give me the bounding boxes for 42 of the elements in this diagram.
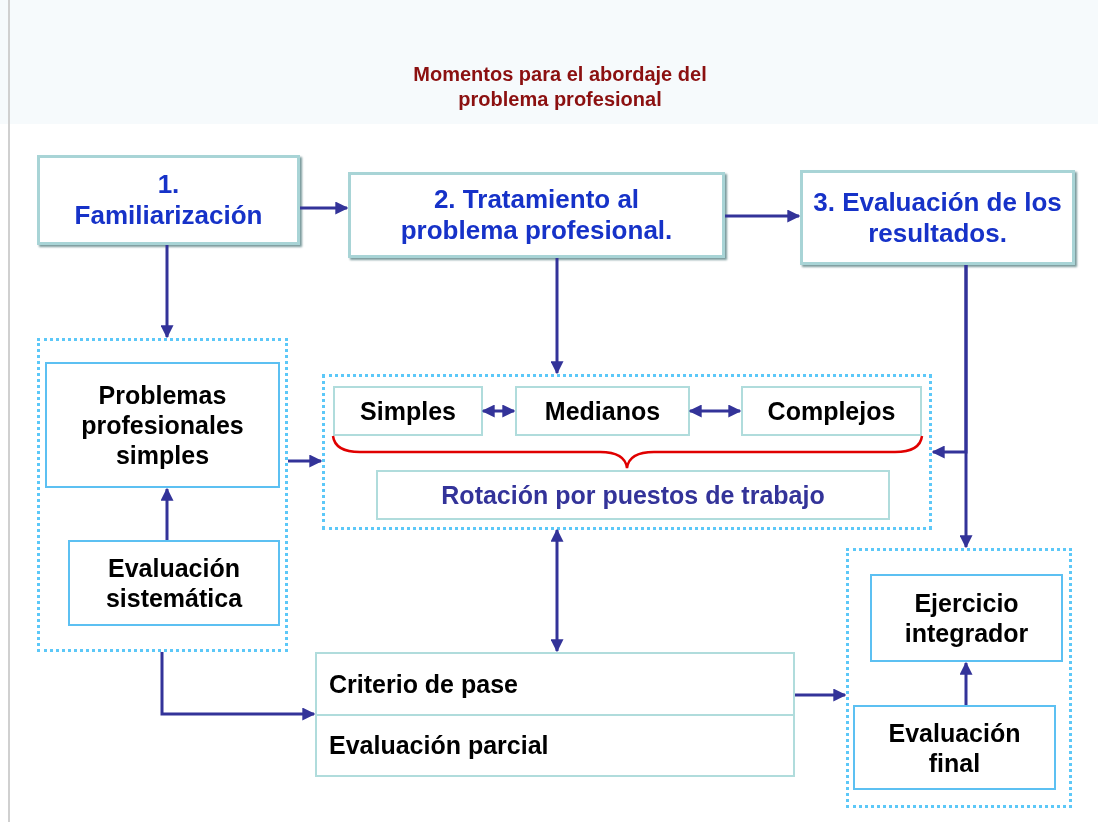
arrow bbox=[300, 201, 349, 215]
box-label: 2. Tratamiento al problema profesional. bbox=[399, 184, 674, 246]
arrow bbox=[160, 245, 174, 339]
diagram-title: Momentos para el abordaje del problema profesional bbox=[412, 62, 708, 112]
box-label: Criterio de pase bbox=[328, 668, 519, 700]
process-box bbox=[68, 540, 280, 626]
box-label: Ejercicio integrador bbox=[903, 588, 1030, 648]
arrow bbox=[688, 404, 742, 418]
box-label: 3. Evaluación de los resultados. bbox=[812, 186, 1063, 249]
process-box bbox=[315, 652, 795, 777]
box-label: Medianos bbox=[543, 396, 662, 426]
process-box bbox=[37, 155, 300, 245]
box-label: Problemas profesionales simples bbox=[80, 380, 245, 470]
arrow bbox=[795, 688, 847, 702]
dotted-group-frame bbox=[322, 374, 932, 530]
process-box bbox=[333, 386, 483, 436]
box-label: Complejos bbox=[766, 396, 897, 426]
process-box bbox=[515, 386, 690, 436]
process-box bbox=[45, 362, 280, 488]
dotted-group-frame bbox=[37, 338, 288, 652]
dotted-group-frame bbox=[846, 548, 1072, 808]
box-label: 1. Familiarización bbox=[73, 169, 264, 231]
arrow bbox=[160, 652, 316, 721]
arrow bbox=[550, 258, 564, 375]
process-box bbox=[800, 170, 1075, 265]
process-box bbox=[348, 172, 725, 258]
box-label: Evaluación sistemática bbox=[104, 553, 244, 613]
box-label: Simples bbox=[359, 396, 457, 426]
arrow bbox=[160, 487, 174, 540]
box-label: Evaluación final bbox=[887, 717, 1022, 778]
box-label: Evaluación parcial bbox=[317, 713, 793, 775]
box-label: Rotación por puestos de trabajo bbox=[440, 480, 826, 510]
arrow bbox=[959, 661, 973, 705]
arrow bbox=[725, 209, 801, 223]
process-box bbox=[870, 574, 1063, 662]
process-box bbox=[853, 705, 1056, 790]
arrow bbox=[288, 454, 323, 468]
arrow bbox=[550, 528, 564, 653]
arrow bbox=[481, 404, 516, 418]
arrow bbox=[959, 265, 973, 549]
process-box bbox=[741, 386, 922, 436]
process-box bbox=[376, 470, 890, 520]
